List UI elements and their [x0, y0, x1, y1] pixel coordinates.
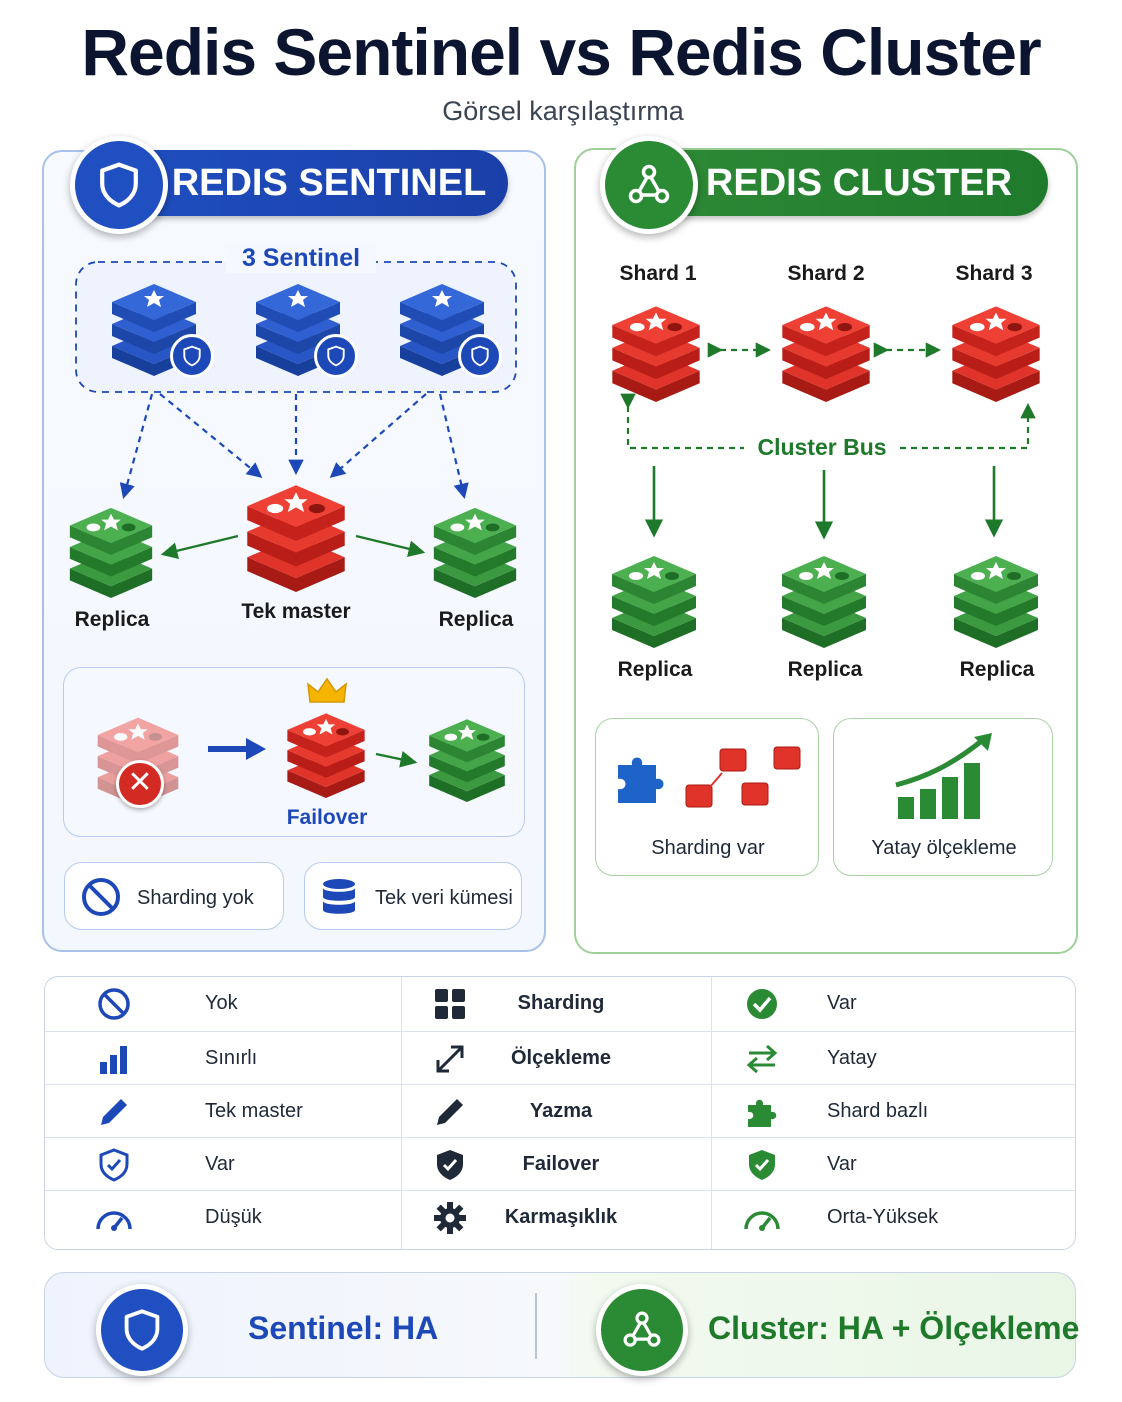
cluster-value: Yatay	[827, 1047, 877, 1069]
network-icon	[596, 1284, 688, 1376]
cluster-bus-lines	[620, 342, 1036, 540]
page-subtitle: Görsel karşılaştırma	[442, 96, 684, 126]
master-node	[238, 476, 354, 592]
summary-footer	[44, 1272, 1076, 1378]
shield-icon	[96, 1284, 188, 1376]
cluster-summary: Cluster: HA + Ölçekleme	[708, 1310, 1080, 1346]
shield-icon	[458, 334, 502, 378]
growth-chart-icon	[895, 733, 992, 819]
aspect-label: Karmaşıklık	[504, 1206, 618, 1228]
table-row: Sınırlı Ölçekleme Yatay	[45, 1031, 1075, 1085]
grid-icon	[435, 989, 465, 1019]
failover-replica-node	[422, 712, 512, 802]
cluster-replica-node-2	[774, 548, 874, 648]
shard-label-1: Shard 1	[619, 262, 697, 285]
database-icon	[323, 879, 355, 914]
gauge-icon	[744, 1211, 780, 1231]
replica-right-label: Replica	[438, 608, 514, 631]
feature-card-tek-veri: Tek veri kümesi	[304, 862, 522, 930]
cluster-header: REDIS CLUSTER	[640, 150, 1048, 216]
feature-label: Sharding yok	[137, 887, 254, 909]
cluster-bus-label: Cluster Bus	[757, 434, 887, 460]
sentinel-value: Tek master	[205, 1100, 303, 1122]
cluster-replica-node-3	[946, 548, 1046, 648]
aspect-label: Sharding	[517, 992, 605, 1014]
shield-check-icon	[437, 1150, 463, 1180]
shard-label-3: Shard 3	[955, 262, 1033, 285]
expand-icon	[436, 1045, 464, 1073]
bar-chart-icon	[100, 1046, 127, 1074]
sentinel-group-label: 3 Sentinel	[226, 244, 376, 273]
feature-card-yatay: Yatay ölçekleme	[833, 718, 1053, 876]
puzzle-shards-icon	[618, 746, 801, 808]
table-row: Tek master Yazma Shard bazlı	[45, 1084, 1075, 1138]
feature-card-sharding-yok: Sharding yok	[64, 862, 284, 930]
cluster-value: Shard bazlı	[827, 1100, 929, 1122]
table-row: Yok Sharding Var	[45, 977, 1075, 1030]
shield-check-icon	[749, 1150, 775, 1180]
replication-arrow	[375, 751, 418, 768]
sentinel-value: Düşük	[205, 1206, 262, 1228]
feature-label: Yatay ölçekleme	[871, 837, 1017, 859]
page-title: Redis Sentinel vs Redis Cluster	[81, 15, 1041, 89]
sentinel-arrows	[119, 393, 469, 559]
puzzle-icon	[748, 1099, 777, 1127]
check-circle-icon	[747, 989, 777, 1019]
gear-icon	[434, 1202, 466, 1234]
network-icon	[600, 136, 698, 234]
sentinel-value: Sınırlı	[205, 1047, 258, 1069]
feature-label: Tek veri kümesi	[375, 887, 513, 909]
feature-card-sharding-var: Sharding var	[595, 718, 819, 876]
no-entry-icon	[98, 988, 130, 1020]
cluster-value: Var	[827, 1153, 857, 1175]
sentinel-value: Yok	[205, 992, 238, 1014]
replica-node-left	[62, 500, 160, 598]
comparison-table: Yok Sharding Var Sınırlı Ölçekleme Yatay…	[44, 976, 1076, 1250]
sentinel-value: Var	[205, 1153, 235, 1175]
shield-icon	[314, 334, 358, 378]
arrow-right-icon	[208, 738, 266, 760]
cluster-replica-label-2: Replica	[787, 658, 863, 681]
feature-label: Sharding var	[651, 837, 765, 859]
error-x-icon: ✕	[116, 760, 164, 808]
aspect-label: Yazma	[529, 1100, 593, 1122]
master-label: Tek master	[241, 600, 351, 623]
gauge-icon	[96, 1211, 132, 1231]
horizontal-arrows-icon	[746, 1044, 778, 1074]
shield-icon	[170, 334, 214, 378]
promoted-master-node	[280, 706, 372, 798]
cluster-value: Var	[827, 992, 857, 1014]
pencil-icon	[437, 1099, 463, 1125]
pencil-icon	[101, 1099, 127, 1125]
table-row: Düşük Karmaşıklık Orta-Yüksek	[45, 1190, 1075, 1249]
cluster-replica-label-1: Replica	[617, 658, 693, 681]
crown-icon	[307, 677, 347, 703]
cluster-value: Orta-Yüksek	[827, 1206, 939, 1228]
cluster-replica-node-1	[604, 548, 704, 648]
table-row: Var Failover Var	[45, 1137, 1075, 1191]
aspect-label: Failover	[522, 1153, 600, 1175]
aspect-label: Ölçekleme	[510, 1047, 612, 1069]
shield-check-icon	[99, 1148, 129, 1182]
cluster-replica-label-3: Replica	[959, 658, 1035, 681]
failover-label: Failover	[286, 806, 368, 829]
no-entry-icon	[82, 878, 120, 916]
shield-icon	[70, 136, 168, 234]
shard-label-2: Shard 2	[787, 262, 865, 285]
sentinel-summary: Sentinel: HA	[248, 1310, 439, 1346]
sentinel-header: REDIS SENTINEL	[110, 150, 508, 216]
replica-left-label: Replica	[74, 608, 150, 631]
replica-node-right	[426, 500, 524, 598]
